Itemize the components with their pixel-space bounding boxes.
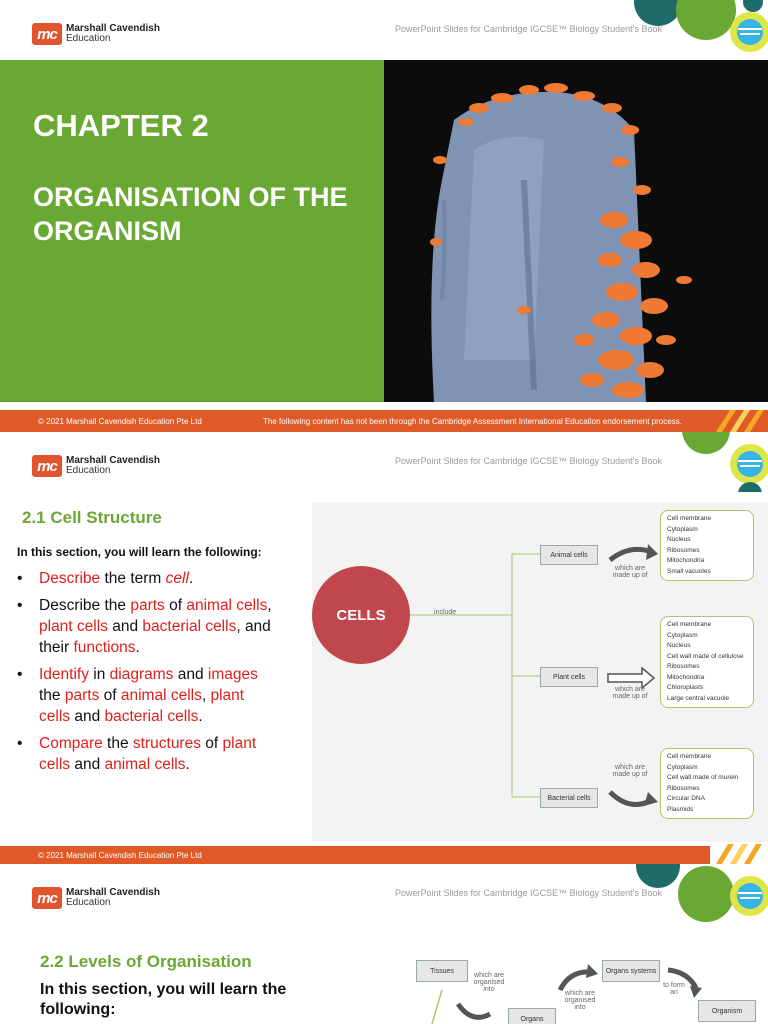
decorative-circles-icon xyxy=(636,864,768,922)
organised-into-label: which are organised into xyxy=(473,972,505,993)
made-up-label: which are made up of xyxy=(612,764,648,778)
brand-division: Education xyxy=(66,465,111,476)
to-form-label: to form an xyxy=(663,982,685,996)
footer-stripes-icon xyxy=(716,844,762,864)
plant-parts-list: Cell membrane Cytoplasm Nucleus Cell wal… xyxy=(660,616,754,708)
objective-item: •Describe the term cell. xyxy=(17,570,194,587)
organisation-flow-connectors xyxy=(431,964,702,1024)
bacterial-cells-node: Bacterial cells xyxy=(540,788,598,808)
organs-node: Organs xyxy=(508,1008,556,1024)
cells-node: CELLS xyxy=(312,566,410,664)
brand-mark: mc xyxy=(32,887,62,909)
section-title: 2.1 Cell Structure xyxy=(22,508,162,527)
part-item: Mitochondria xyxy=(667,673,705,681)
part-item: Cell wall made of cellulose xyxy=(667,652,744,660)
part-item: Cell membrane xyxy=(667,515,712,522)
decorative-circles-icon xyxy=(634,0,768,52)
micrograph-image xyxy=(384,60,768,402)
part-item: Nucleus xyxy=(667,536,691,543)
part-item: Cell wall made of murein xyxy=(667,774,739,781)
part-item: Nucleus xyxy=(667,642,691,649)
learning-intro: In this section, you will learn the foll… xyxy=(40,981,287,1018)
part-item: Ribosomes xyxy=(667,546,700,554)
header-note: PowerPoint Slides for Cambridge IGCSE™ B… xyxy=(395,456,662,466)
part-item: Chloroplasts xyxy=(667,684,704,691)
brand-name: Marshall Cavendish xyxy=(66,23,160,34)
brand-division: Education xyxy=(66,33,111,44)
objective-item: •Compare the structures of plant cells a… xyxy=(17,735,257,773)
brand-name: Marshall Cavendish xyxy=(66,887,160,898)
brand-mark: mc xyxy=(32,455,62,477)
copyright-text: © 2021 Marshall Cavendish Education Pte … xyxy=(38,417,202,426)
brand-name: Marshall Cavendish xyxy=(66,455,160,466)
organised-into-label: which are organised into xyxy=(564,990,596,1011)
learning-intro: In this section, you will learn the foll… xyxy=(17,545,262,559)
part-item: Cell membrane xyxy=(667,621,712,628)
organ-systems-node: Organs systems xyxy=(602,960,660,982)
part-item: Circular DNA xyxy=(667,795,705,802)
section-title: 2.2 Levels of Organisation xyxy=(40,952,252,971)
title-panel xyxy=(0,60,384,402)
header-note: PowerPoint Slides for Cambridge IGCSE™ B… xyxy=(395,24,662,34)
plant-cells-node: Plant cells xyxy=(540,667,598,687)
part-item: Mitochondria xyxy=(667,557,705,564)
part-item: Ribosomes xyxy=(667,784,700,792)
tissues-node: Tissues xyxy=(416,960,468,982)
part-item: Large central vacuole xyxy=(667,694,730,702)
brand-division: Education xyxy=(66,897,111,908)
footer-bar-extension xyxy=(310,846,710,864)
copyright-text: © 2021 Marshall Cavendish Education Pte … xyxy=(38,851,202,860)
part-item: Plasmids xyxy=(667,805,694,813)
animal-cells-node: Animal cells xyxy=(540,545,598,565)
decorative-circles-icon xyxy=(682,432,768,492)
footer-stripes-icon xyxy=(716,410,764,432)
footer-bar: © 2021 Marshall Cavendish Education Pte … xyxy=(0,846,310,864)
part-item: Cell membrane xyxy=(667,753,712,760)
include-label: include xyxy=(434,609,457,616)
made-up-label: which are made up of xyxy=(612,565,648,579)
cells-concept-map: CELLS include Animal cells which are mad… xyxy=(312,502,768,842)
bacterial-parts-list: Cell membrane Cytoplasm Cell wall made o… xyxy=(660,748,754,819)
made-up-label: which are made up of xyxy=(612,686,648,700)
objective-item: •Describe the parts of animal cells, pla… xyxy=(17,597,272,656)
objective-item: •Identify in diagrams and images the par… xyxy=(17,666,258,725)
concept-map-connectors xyxy=(410,544,658,807)
footer-bar: © 2021 Marshall Cavendish Education Pte … xyxy=(0,410,768,432)
chapter-title: CHAPTER 2 xyxy=(33,108,209,143)
part-item: Cytoplasm xyxy=(667,631,698,639)
part-item: Small vacuoles xyxy=(667,567,711,575)
chapter-subtitle: ORGANISATION OF THE ORGANISM xyxy=(33,182,348,246)
header-note: PowerPoint Slides for Cambridge IGCSE™ B… xyxy=(395,888,662,898)
organism-node: Organism xyxy=(698,1000,756,1022)
part-item: Cytoplasm xyxy=(667,763,698,771)
endorsement-note: The following content has not been throu… xyxy=(263,417,682,426)
part-item: Ribosomes xyxy=(667,663,700,670)
brand-mark: mc xyxy=(32,23,62,45)
animal-parts-list: Cell membrane Cytoplasm Nucleus Ribosome… xyxy=(660,510,754,581)
part-item: Cytoplasm xyxy=(667,525,698,533)
learning-objectives: •Describe the term cell. •Describe the p… xyxy=(17,568,277,781)
